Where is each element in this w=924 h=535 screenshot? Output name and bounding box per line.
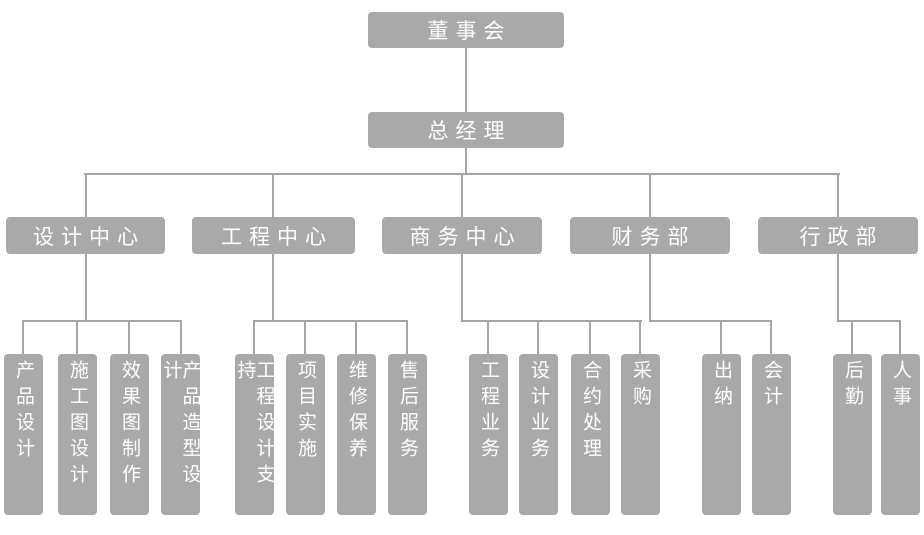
bus-engineering-center — [253, 320, 408, 322]
connector-gm-bus — [465, 148, 467, 175]
connector-finance-dept-bus — [649, 254, 651, 322]
unit-label: 工程业务 — [478, 360, 500, 464]
unit-engineering-business: 工程业务 — [469, 354, 508, 515]
unit-label: 后勤 — [842, 360, 864, 412]
bus-finance-dept — [649, 320, 772, 322]
unit-hr: 人事 — [881, 354, 920, 515]
unit-product-styling-design: 产品造型设计 — [160, 354, 202, 515]
dept-business-center: 商务中心 — [382, 217, 542, 254]
connector-child-drop — [304, 320, 306, 354]
connector-child-drop — [128, 320, 130, 354]
connector-drop-admin-dept — [837, 173, 839, 217]
unit-logistics: 后勤 — [833, 354, 872, 515]
unit-label: 产品设计 — [13, 360, 35, 464]
unit-procurement: 采购 — [621, 354, 660, 515]
connector-engineering-center-bus — [272, 254, 274, 322]
connector-child-drop — [899, 320, 901, 354]
connector-drop-finance-dept — [649, 173, 651, 217]
unit-label: 会计 — [761, 360, 783, 412]
unit-accounting: 会计 — [752, 354, 791, 515]
connector-drop-engineering-center — [272, 173, 274, 217]
unit-cashier: 出纳 — [702, 354, 741, 515]
unit-contract-processing: 合约处理 — [571, 354, 610, 515]
dept-finance: 财务部 — [570, 217, 730, 254]
connector-drop-design-center — [85, 173, 87, 217]
connector-child-drop — [406, 320, 408, 354]
connector-business-center-bus — [461, 254, 463, 322]
unit-label: 维修保养 — [346, 360, 368, 464]
unit-construction-drawing-design: 施工图设计 — [58, 354, 97, 515]
connector-child-drop — [639, 320, 641, 354]
unit-engineering-design-support: 工程设计支持 — [234, 354, 276, 515]
unit-label: 出纳 — [711, 360, 733, 412]
unit-rendering-production: 效果图制作 — [110, 354, 149, 515]
unit-after-sales-service: 售后服务 — [388, 354, 427, 515]
dept-admin: 行政部 — [758, 217, 918, 254]
unit-product-design: 产品设计 — [4, 354, 43, 515]
unit-label: 产品造型设计 — [160, 360, 202, 490]
unit-design-business: 设计业务 — [519, 354, 558, 515]
bus-admin-dept — [837, 320, 901, 322]
org-node-board: 董事会 — [368, 12, 564, 48]
bus-design-center — [22, 320, 182, 322]
unit-project-implementation: 项目实施 — [286, 354, 325, 515]
unit-label: 效果图制作 — [119, 360, 141, 490]
unit-label: 售后服务 — [397, 360, 419, 464]
unit-label: 设计业务 — [528, 360, 550, 464]
bus-business-center — [461, 320, 642, 322]
connector-admin-dept-bus — [837, 254, 839, 322]
connector-child-drop — [589, 320, 591, 354]
connector-root-gm — [465, 48, 467, 112]
unit-label: 项目实施 — [295, 360, 317, 464]
connector-child-drop — [253, 320, 255, 354]
connector-child-drop — [720, 320, 722, 354]
unit-label: 人事 — [890, 360, 912, 412]
connector-child-drop — [851, 320, 853, 354]
connector-child-drop — [76, 320, 78, 354]
connector-child-drop — [180, 320, 182, 354]
connector-design-center-bus — [85, 254, 87, 322]
unit-label: 合约处理 — [580, 360, 602, 464]
connector-child-drop — [355, 320, 357, 354]
unit-maintenance: 维修保养 — [337, 354, 376, 515]
connector-child-drop — [487, 320, 489, 354]
connector-child-drop — [537, 320, 539, 354]
dept-design-center: 设计中心 — [6, 217, 165, 254]
connector-child-drop — [770, 320, 772, 354]
unit-label: 施工图设计 — [67, 360, 89, 490]
org-node-general-manager: 总经理 — [368, 112, 564, 148]
connector-child-drop — [22, 320, 24, 354]
connector-drop-business-center — [461, 173, 463, 217]
unit-label: 采购 — [630, 360, 652, 412]
unit-label: 工程设计支持 — [234, 360, 276, 490]
dept-engineering-center: 工程中心 — [192, 217, 355, 254]
